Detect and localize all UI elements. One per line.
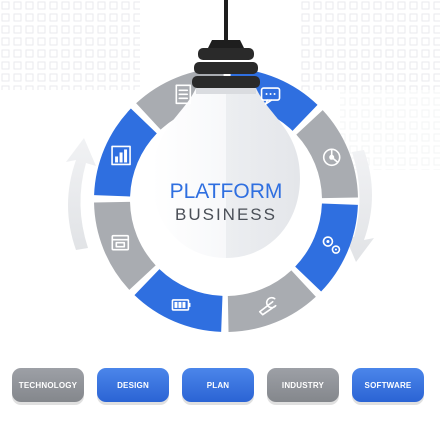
button-technology[interactable]: TECHNOLOGY — [12, 368, 84, 402]
title-line-platform: PLATFORM — [170, 180, 283, 203]
bar-chart-icon — [111, 145, 131, 166]
ring-segment-pie-chart — [296, 110, 358, 199]
document-icon — [175, 84, 192, 105]
gears-icon — [322, 236, 341, 254]
button-design[interactable]: DESIGN — [97, 368, 169, 402]
battery-icon — [171, 299, 191, 311]
left-cycle-arrow — [66, 138, 96, 250]
right-cycle-arrow — [344, 150, 374, 262]
bulb-cap — [192, 48, 260, 88]
background-pattern — [0, 0, 440, 170]
calendar-icon — [111, 234, 130, 251]
wrench-icon — [258, 296, 277, 316]
title-line-business: BUSINESS — [175, 205, 277, 224]
button-software[interactable]: SOFTWARE — [352, 368, 424, 402]
button-plan[interactable]: PLAN — [182, 368, 254, 402]
ring-segment-gears — [295, 203, 358, 292]
bulb-cord — [208, 0, 244, 48]
bulb-body — [152, 88, 300, 258]
pie-chart-icon — [322, 148, 341, 167]
segment-icons — [111, 84, 341, 316]
ring-segment-wrench — [227, 270, 316, 332]
button-industry[interactable]: INDUSTRY — [267, 368, 339, 402]
chat-bubble-icon — [260, 87, 281, 105]
